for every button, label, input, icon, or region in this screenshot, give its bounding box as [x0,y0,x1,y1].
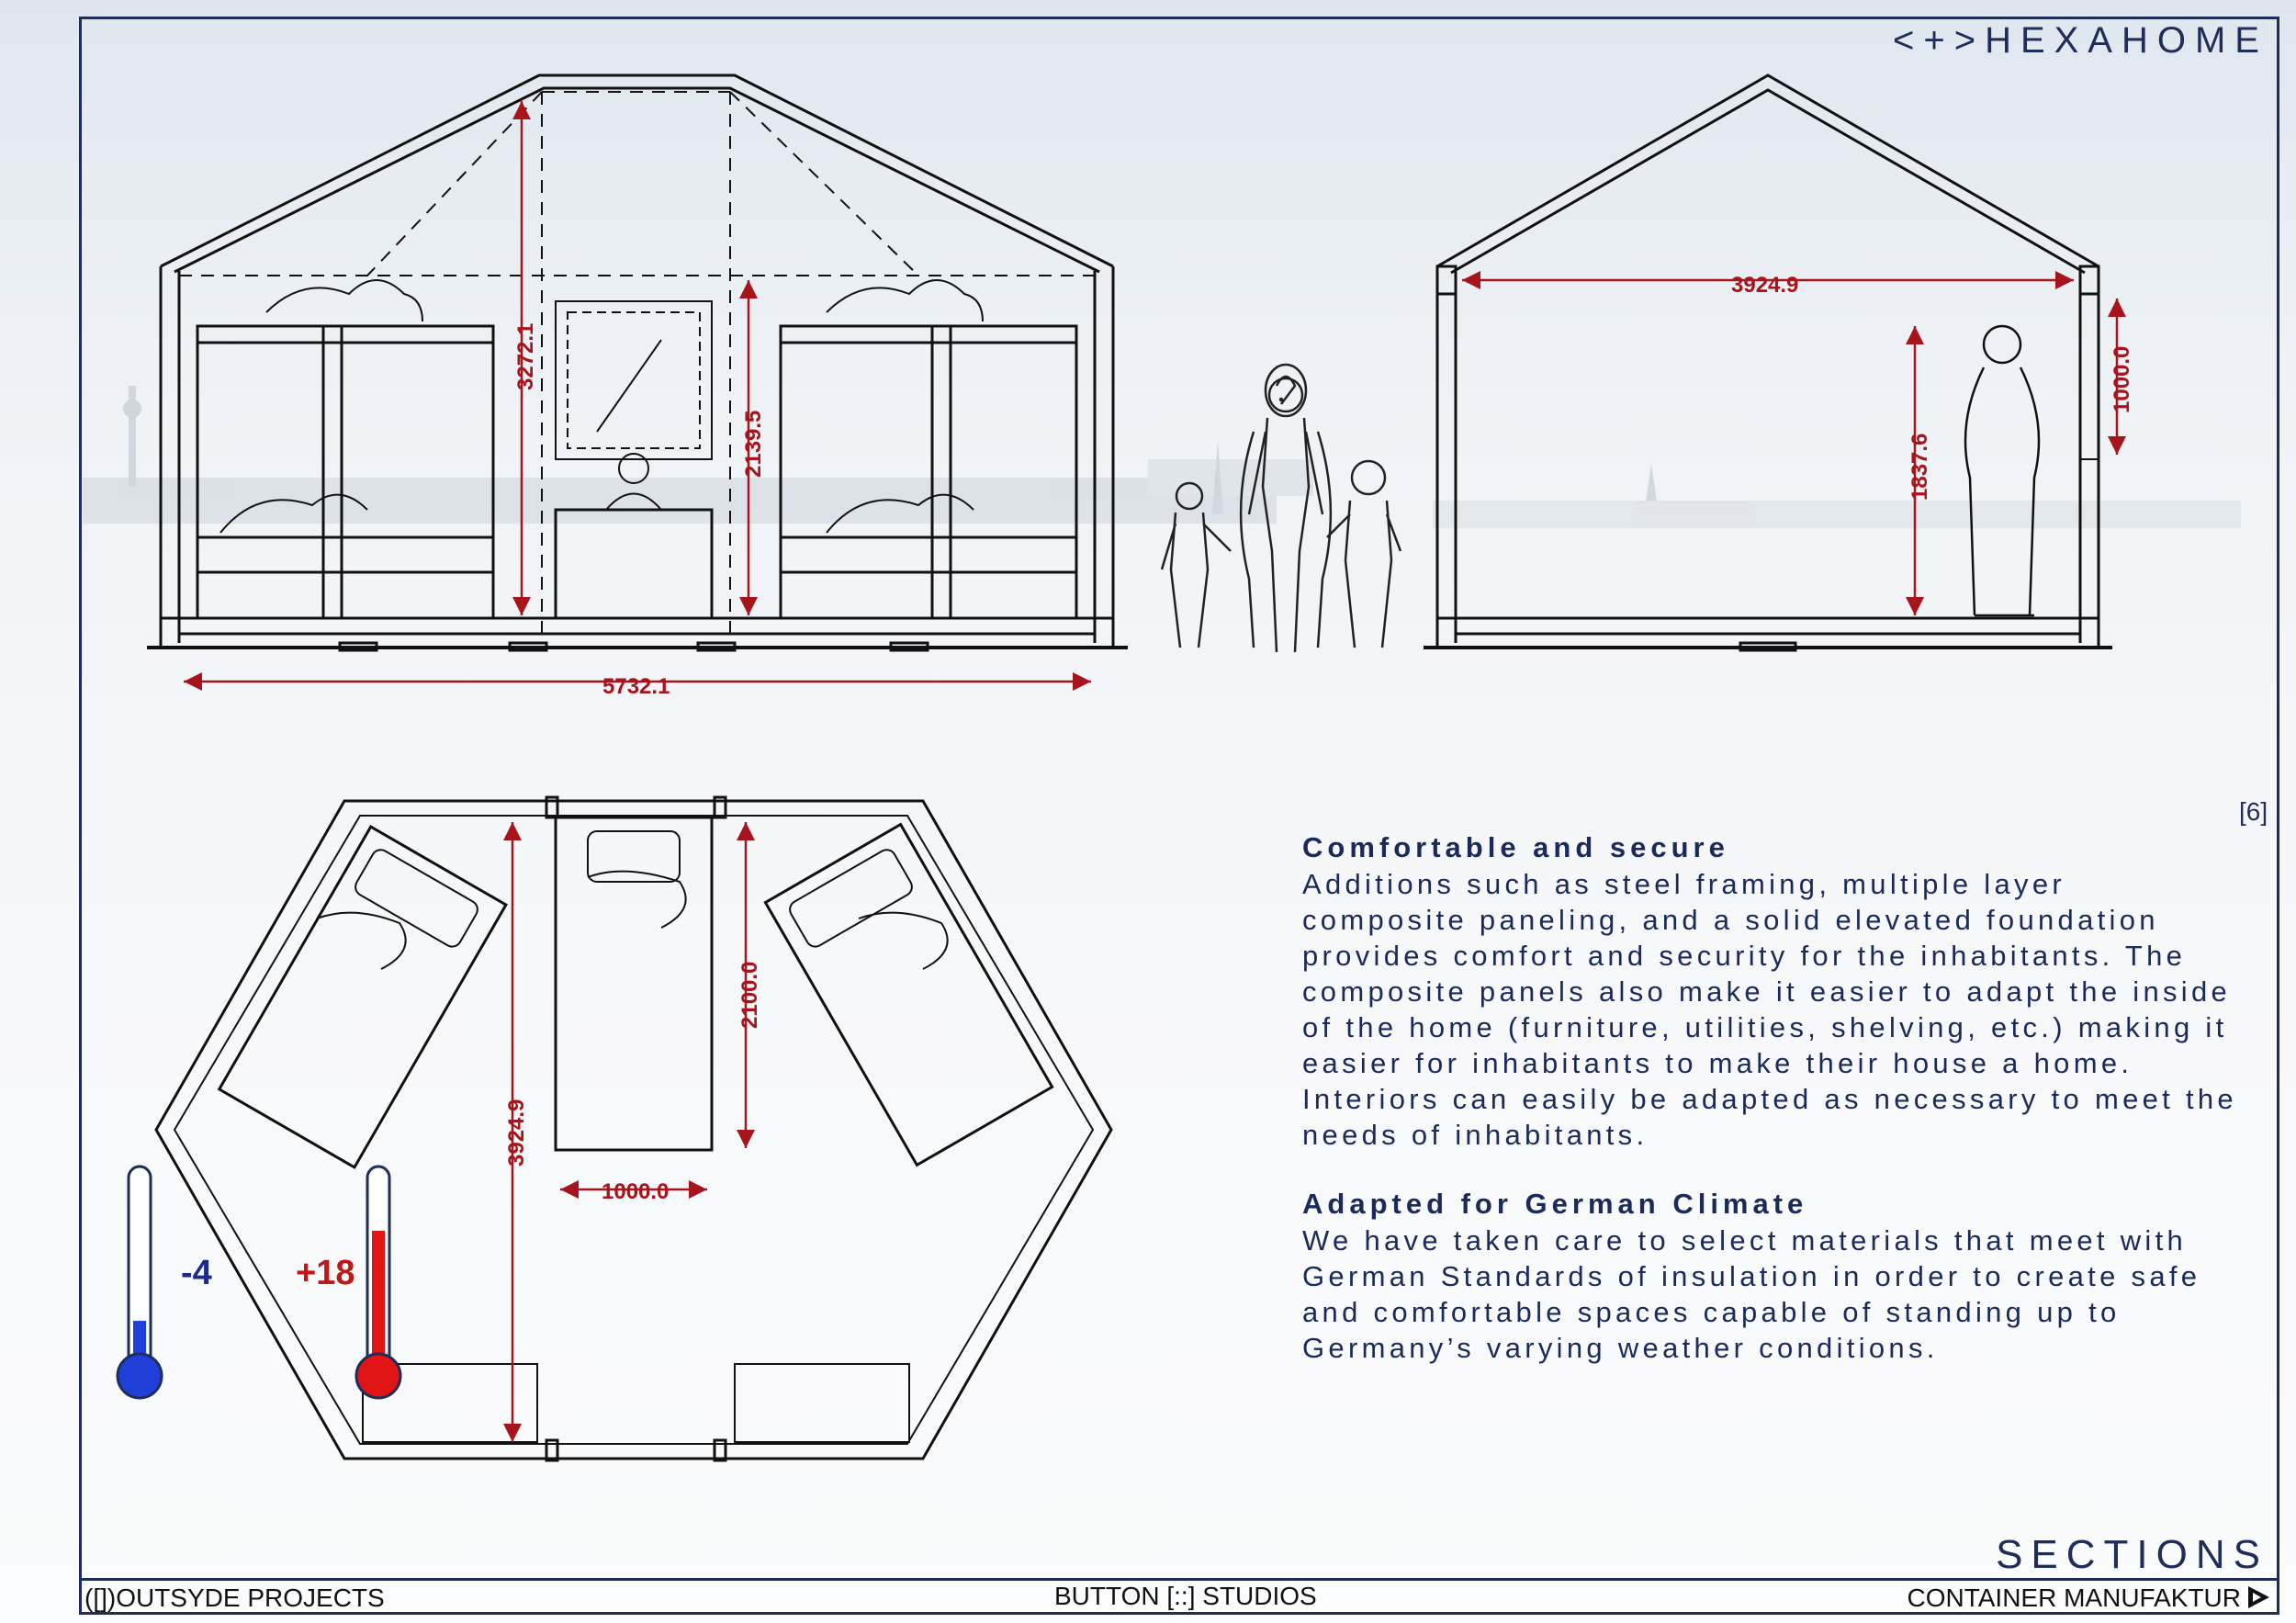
side-section-dimensions [1462,271,2126,615]
dim-plan-depth: 3924.9 [504,1099,529,1167]
hexagon-plan-drawing [154,795,1113,1462]
section-title: SECTIONS [1996,1532,2268,1577]
dim-front-bunk: 2139.5 [741,411,766,478]
thermometer-cold [116,1165,163,1400]
text-copy: Comfortable and secure Additions such as… [1302,831,2239,1401]
dim-front-height: 3272.1 [513,323,538,390]
brand-logo: <+>HEXAHOME [1892,20,2268,61]
dim-side-width: 3924.9 [1731,273,1798,298]
page-number: [6] [2239,797,2268,826]
family-silhouettes [1160,363,1402,653]
body-comfortable: Additions such as steel framing, multipl… [1302,868,2237,1151]
dim-front-width: 5732.1 [602,674,670,699]
temp-cold-label: -4 [181,1254,212,1292]
sheet-frame [79,17,2279,1615]
body-climate: We have taken care to select materials t… [1302,1224,2201,1364]
heading-climate: Adapted for German Climate [1302,1188,1808,1220]
play-arrow-icon [2248,1586,2269,1608]
heading-comfortable: Comfortable and secure [1302,831,1729,863]
footer-left-credit: ([])OUTSYDE PROJECTS [84,1584,385,1612]
plan-dimensions [503,822,755,1442]
side-section-drawing [1424,73,2112,652]
footer-center-credit: BUTTON [::] STUDIOS [1054,1582,1317,1610]
front-section-dimensions [184,101,1091,691]
temp-warm-label: +18 [296,1254,355,1292]
footer-right-credit: CONTAINER MANUFAKTUR [1907,1584,2242,1612]
dim-side-person: 1837.6 [1908,434,1932,501]
front-section-drawing [147,73,1128,652]
footer-divider [79,1578,2279,1581]
dim-plan-bed-length: 2100.0 [737,962,762,1029]
dim-side-window: 1000.0 [2110,346,2134,413]
thermometer-warm [355,1165,402,1400]
dim-plan-bed-width: 1000.0 [602,1179,669,1204]
